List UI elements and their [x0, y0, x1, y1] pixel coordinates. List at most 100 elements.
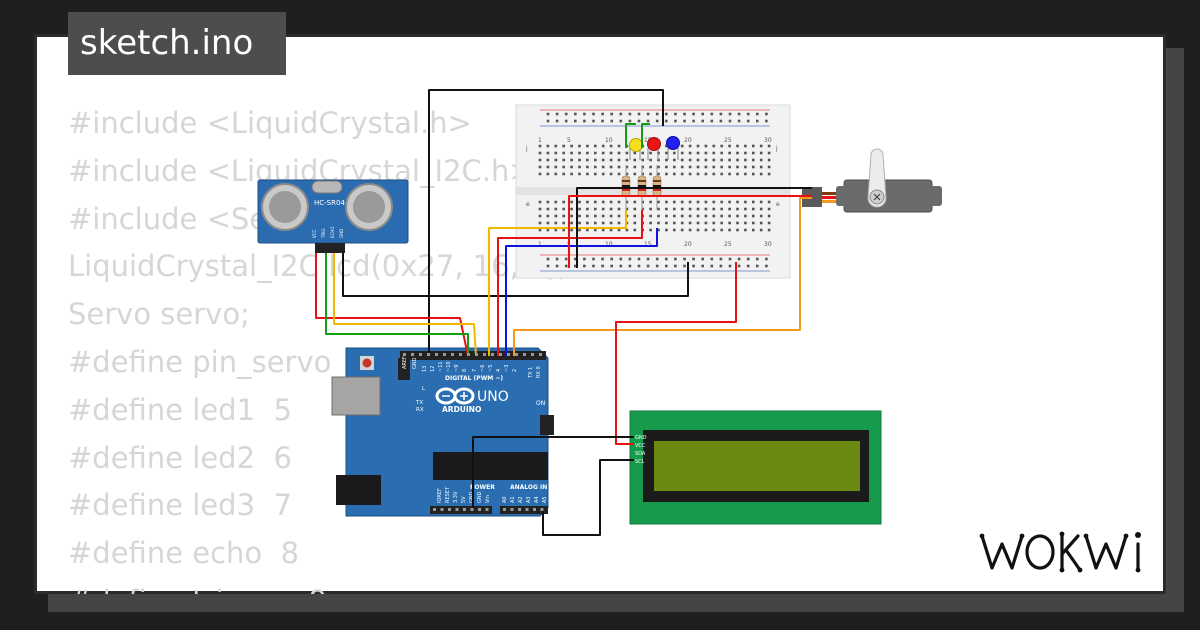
wire-yellow	[333, 253, 477, 357]
sensor-label: HC-SR04	[314, 199, 345, 207]
code-line: #define echo 8	[68, 536, 300, 571]
board-brand: ARDUINO	[442, 405, 481, 414]
wire-green	[625, 123, 636, 148]
wire-black	[576, 187, 812, 268]
bb-col-label: 30	[764, 137, 772, 144]
digital-header: DIGITAL (PWM ~)	[445, 375, 503, 382]
bb-row-label: e	[526, 201, 530, 208]
pin-label: TRIG	[321, 228, 326, 239]
pin-label: A1	[510, 496, 516, 503]
pin-label: TX 1	[528, 367, 534, 379]
pin-label: ~9	[454, 365, 460, 372]
bb-col-label: 30	[764, 241, 772, 248]
pin-label: RX 0	[536, 366, 542, 378]
code-line: #define led2 6	[68, 440, 292, 475]
pin-label: RESET	[445, 486, 451, 503]
ultrasonic-sensor[interactable]: HC-SR04 VCC TRIG ECHO GND	[257, 179, 409, 253]
pin-label: 12	[430, 366, 436, 372]
pin-label: 5V	[461, 496, 467, 503]
on-label: ON	[536, 400, 545, 407]
bb-col-label: 25	[724, 241, 732, 248]
servo-motor[interactable]	[802, 148, 942, 213]
lcd-pin-label: GND	[635, 435, 647, 441]
code-editor: #include <LiquidCrystal.h> #include <Liq…	[68, 100, 768, 594]
code-line: #define trigger 9	[68, 578, 768, 594]
code-line: #define led3 7	[68, 488, 292, 523]
code-line: Servo servo;	[68, 297, 250, 332]
rx-label: RX	[416, 407, 424, 413]
pin-label: 8	[462, 369, 468, 372]
pin-label: GND	[412, 357, 418, 369]
wire-orange	[513, 197, 812, 356]
pin-label: A0	[502, 496, 508, 503]
pin-label: Vin	[485, 495, 491, 503]
board-model: UNO	[477, 389, 509, 405]
wire-black	[542, 459, 634, 536]
lcd-display[interactable]: GND VCC SDA SCL	[629, 410, 882, 525]
wire-black	[472, 436, 634, 508]
pin-label: 4	[496, 369, 502, 372]
wire-black	[342, 253, 689, 297]
code-line: #define led1 5	[68, 392, 292, 427]
pin-label: 13	[422, 366, 428, 372]
wire-red	[315, 253, 469, 357]
wires	[315, 89, 812, 536]
led-blue[interactable]	[666, 136, 680, 161]
pin-label: ~5	[488, 365, 494, 372]
pin-label: ECHO	[330, 227, 335, 238]
pin-label: IOREF	[437, 488, 443, 503]
led-l-label: L	[422, 386, 426, 392]
bb-col-label: 20	[684, 241, 692, 248]
power-header: POWER	[470, 484, 495, 491]
bb-col-label: 5	[567, 137, 571, 144]
code-line: #include <LiquidCrystal.h>	[68, 106, 472, 140]
analog-header: ANALOG IN	[510, 484, 547, 491]
breadboard[interactable]: 1 5 10 15 20 25 30 1 5 10 15 20 25 30 j …	[515, 104, 791, 279]
wire-green	[641, 123, 650, 148]
pin-label: ~3	[504, 365, 510, 372]
pin-label: ~11	[438, 361, 444, 372]
pin-label: VCC	[312, 229, 317, 238]
bb-col-label: 15	[644, 137, 652, 144]
bb-col-label: 1	[538, 137, 542, 144]
pin-label: GND	[339, 229, 344, 238]
pin-label: GND	[477, 491, 483, 503]
bb-row-label: j	[525, 145, 528, 152]
bb-col-label: 10	[605, 137, 613, 144]
pin-label: 3.3V	[453, 491, 459, 503]
bb-row-label: e	[776, 201, 780, 208]
pin-label: 7	[472, 369, 478, 372]
pin-label: A4	[534, 496, 540, 503]
wire-green	[325, 253, 469, 356]
wire-black	[428, 89, 664, 356]
arduino-header-pins	[403, 353, 544, 511]
bb-row-label: j	[775, 145, 778, 152]
led-red[interactable]	[647, 137, 661, 161]
pin-label: ~6	[480, 365, 486, 372]
pin-label: 2	[512, 369, 518, 372]
bb-col-label: 10	[605, 241, 613, 248]
lcd-pin-label: SDA	[635, 451, 646, 457]
pin-label: ~10	[446, 361, 452, 372]
wire-red	[615, 262, 737, 445]
bb-col-label: 15	[644, 241, 652, 248]
breadboard-holes	[538, 112, 771, 268]
arduino-uno-board[interactable]: ARDUINO UNO DIGITAL (PWM ~) ON L TX RX P…	[331, 347, 554, 517]
bb-col-label: 1	[538, 241, 542, 248]
wire-blue	[505, 228, 658, 356]
tx-label: TX	[415, 400, 423, 406]
wire-yellow	[488, 210, 627, 356]
wokwi-logo	[979, 531, 1141, 573]
file-name-tab: sketch.ino	[68, 12, 286, 75]
pin-label: AREF	[402, 356, 408, 369]
bb-col-label: 20	[684, 137, 692, 144]
code-line: LiquidCrystal_I2C lcd(0x27, 16, 2);	[68, 249, 568, 284]
lcd-pin-label: VCC	[635, 443, 646, 449]
bb-col-label: 25	[724, 137, 732, 144]
lcd-pin-label: SCL	[635, 459, 645, 465]
wire-red	[568, 195, 812, 268]
arduino-logo-icon	[435, 387, 475, 405]
pin-label: A2	[518, 496, 524, 503]
pin-label: A3	[526, 496, 532, 503]
